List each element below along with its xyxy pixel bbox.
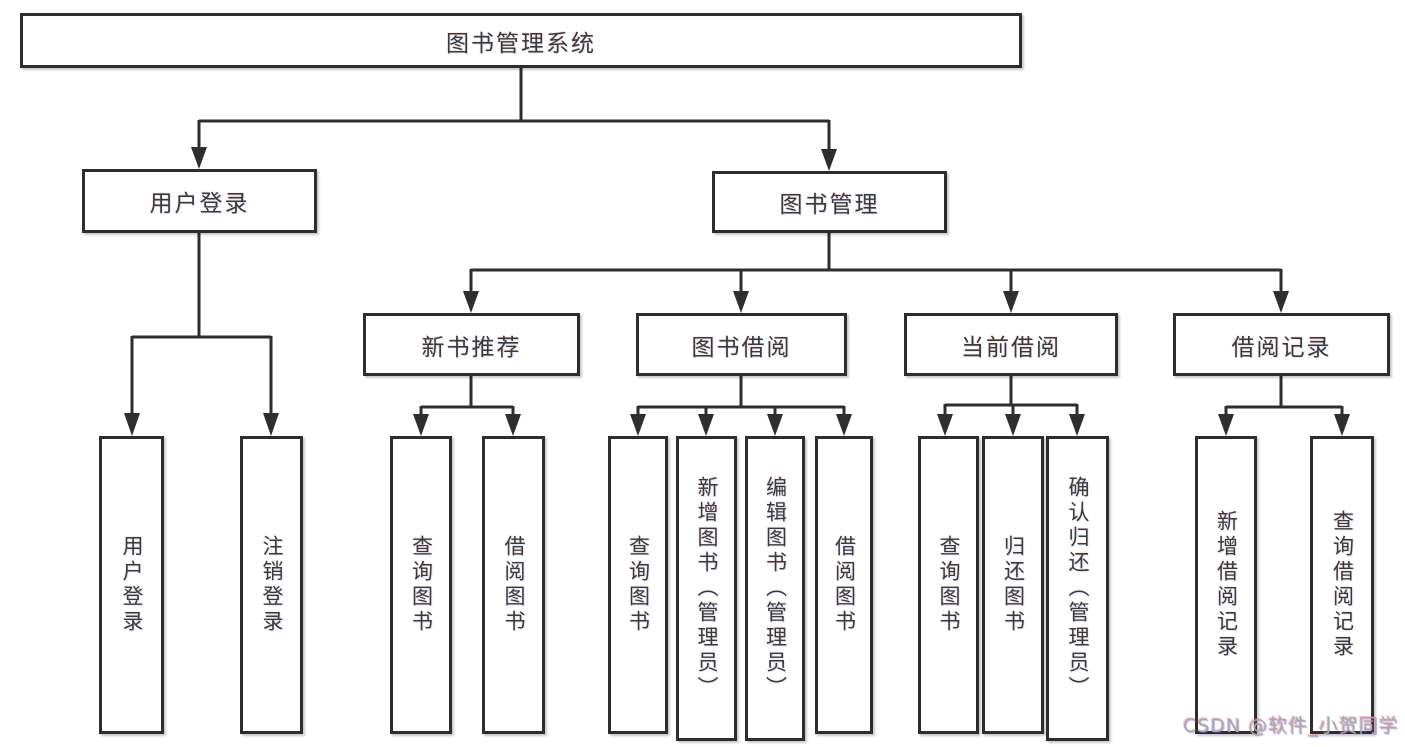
node-new-book-recommend-label: 新书推荐: [421, 334, 522, 361]
node-current-borrow-label: 当前借阅: [961, 334, 1061, 361]
leaf-current-return-book-label: 归还图书: [1001, 535, 1026, 635]
leaf-current-confirm-return-admin: 确认归还（管理员）: [1046, 436, 1109, 741]
node-book-management: 图书管理: [712, 171, 947, 233]
node-root-library-system: 图书管理系统: [20, 13, 1022, 68]
csdn-watermark: CSDN @软件_小贺同学: [1183, 715, 1399, 737]
node-book-borrow-label: 图书借阅: [691, 334, 792, 361]
leaf-user-login: 用户登录: [99, 436, 164, 734]
node-new-book-recommend: 新书推荐: [363, 313, 580, 376]
leaf-borrow-add-book-admin: 新增图书（管理员）: [676, 436, 737, 741]
leaf-records-add-record: 新增借阅记录: [1195, 436, 1257, 734]
node-current-borrow: 当前借阅: [904, 313, 1118, 376]
leaf-current-query-book: 查询图书: [918, 436, 979, 734]
leaf-borrow-borrow-book-label: 借阅图书: [832, 535, 857, 635]
leaf-borrow-edit-book-admin: 编辑图书（管理员）: [745, 436, 805, 741]
node-borrow-records: 借阅记录: [1173, 313, 1390, 376]
leaf-borrow-query-book-label: 查询图书: [626, 535, 651, 635]
node-root-label: 图书管理系统: [446, 30, 596, 57]
leaf-records-add-record-label: 新增借阅记录: [1214, 510, 1239, 660]
leaf-recommend-borrow-book-label: 借阅图书: [502, 535, 526, 635]
arrowhead-icons: [124, 147, 1350, 436]
leaf-current-return-book: 归还图书: [982, 436, 1044, 734]
leaf-current-query-book-label: 查询图书: [937, 535, 961, 635]
leaf-borrow-add-book-admin-label: 新增图书（管理员）: [695, 476, 719, 701]
node-borrow-records-label: 借阅记录: [1231, 334, 1332, 361]
leaf-logout: 注销登录: [240, 436, 303, 734]
leaf-user-login-label: 用户登录: [120, 535, 144, 635]
leaf-borrow-borrow-book: 借阅图书: [815, 436, 873, 734]
leaf-recommend-borrow-book: 借阅图书: [482, 436, 545, 734]
leaf-records-query-record: 查询借阅记录: [1310, 436, 1374, 734]
node-user-login-label: 用户登录: [149, 191, 250, 217]
leaf-borrow-query-book: 查询图书: [608, 436, 668, 734]
leaf-records-query-record-label: 查询借阅记录: [1330, 510, 1355, 660]
leaf-current-confirm-return-admin-label: 确认归还（管理员）: [1066, 476, 1090, 701]
node-book-borrow: 图书借阅: [636, 313, 847, 376]
leaf-recommend-query-book: 查询图书: [390, 436, 452, 734]
leaf-recommend-query-book-label: 查询图书: [409, 535, 434, 635]
node-book-management-label: 图书管理: [779, 192, 880, 218]
leaf-logout-label: 注销登录: [260, 535, 284, 635]
leaf-borrow-edit-book-admin-label: 编辑图书（管理员）: [763, 476, 788, 701]
node-user-login: 用户登录: [82, 169, 317, 233]
